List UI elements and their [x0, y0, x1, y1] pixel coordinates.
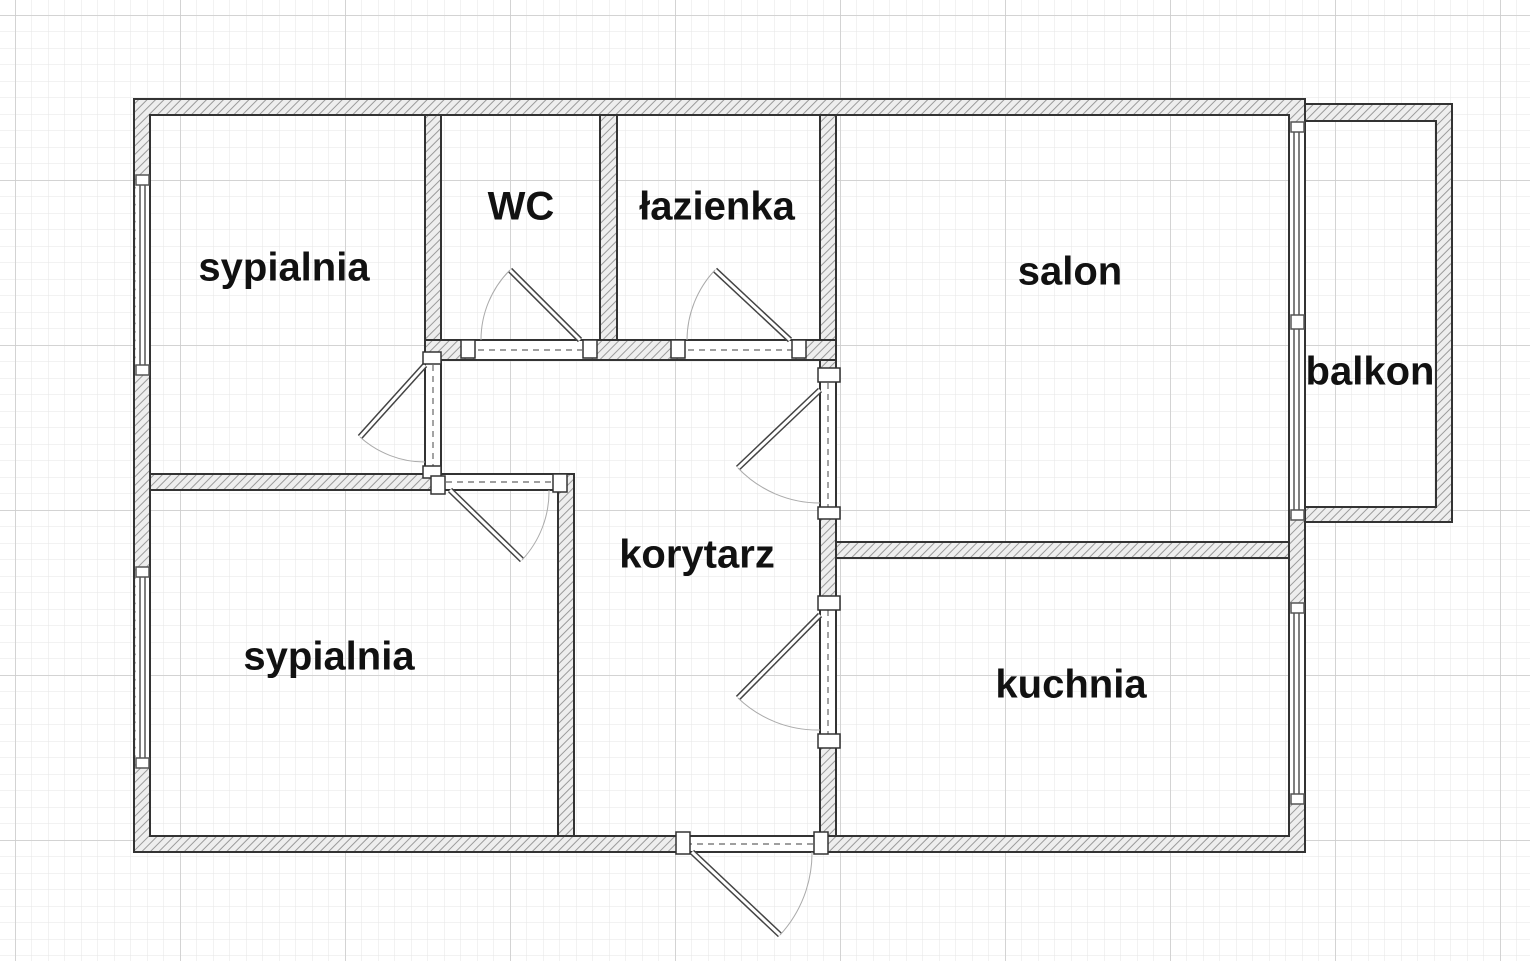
- room-label-wc: WC: [487, 184, 555, 229]
- door-bedroom-1: [357, 362, 428, 463]
- room-label-bedroom-2: sypialnia: [243, 634, 415, 679]
- door-bedroom-2: [447, 487, 550, 563]
- door-jambs: [422, 339, 841, 855]
- door-kitchen: [735, 612, 823, 731]
- room-label-bedroom-1: sypialnia: [198, 245, 370, 290]
- room-label-kitchen: kuchnia: [995, 662, 1147, 707]
- windows: [135, 121, 1305, 805]
- room-label-bathroom: łazienka: [639, 184, 795, 229]
- door-living-room: [735, 387, 823, 504]
- door-entrance: [689, 849, 813, 938]
- door-wc: [480, 267, 583, 343]
- room-label-living-room: salon: [1017, 249, 1123, 294]
- doors[interactable]: [357, 267, 823, 938]
- door-bathroom: [686, 267, 793, 343]
- room-label-balcony: balkon: [1305, 349, 1435, 394]
- room-label-corridor: korytarz: [619, 532, 775, 577]
